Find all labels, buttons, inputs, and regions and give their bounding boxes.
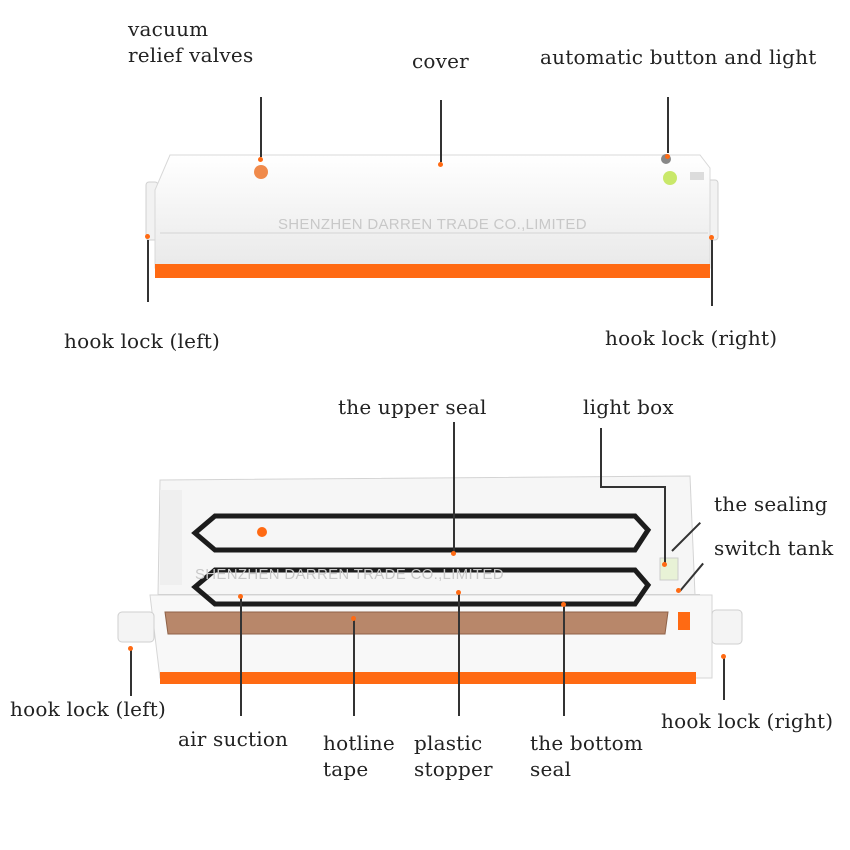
bottom-figure-panel: SHENZHEN DARREN TRADE CO.,LIMITED the up… bbox=[0, 390, 850, 850]
label-automatic-button-light: automatic button and light bbox=[540, 45, 817, 69]
leader-dot-light-box bbox=[662, 562, 667, 567]
leader-line-air-suction bbox=[240, 598, 242, 716]
label-hook-lock-right-top: hook lock (right) bbox=[605, 326, 778, 350]
vacuum-relief-valve bbox=[254, 165, 268, 179]
switch-tank bbox=[678, 612, 690, 630]
leader-dot-hook-right-top bbox=[709, 235, 714, 240]
leader-dot-hotline-tape bbox=[351, 616, 356, 621]
leader-line-plastic-stopper bbox=[458, 594, 460, 716]
bottom-sealer-illustration bbox=[117, 475, 743, 684]
leader-line-vacuum-relief bbox=[260, 97, 262, 157]
upper-seal-gasket bbox=[191, 513, 652, 553]
label-vacuum-relief-valves: vacuum relief valves bbox=[128, 17, 254, 67]
leader-line-hook-left-bottom bbox=[130, 650, 132, 696]
top-sealer-body bbox=[154, 154, 711, 269]
watermark-bottom: SHENZHEN DARREN TRADE CO.,LIMITED bbox=[195, 566, 504, 583]
leader-dot-plastic-stopper bbox=[456, 590, 461, 595]
label-hook-lock-left-top: hook lock (left) bbox=[64, 329, 221, 353]
leader-dot-hook-left-bottom bbox=[128, 646, 133, 651]
leader-line-hook-right-bottom bbox=[723, 658, 725, 700]
bottom-hook-lock-right bbox=[711, 609, 743, 645]
bottom-hook-lock-left bbox=[117, 611, 155, 643]
label-cover: cover bbox=[412, 49, 469, 73]
leader-line-upper-seal bbox=[453, 422, 455, 552]
label-hook-lock-right-bottom: hook lock (right) bbox=[661, 709, 834, 733]
top-figure-panel: SHENZHEN DARREN TRADE CO.,LIMITED vacuum… bbox=[0, 0, 850, 400]
leader-dot-cover bbox=[438, 162, 443, 167]
leader-line-light-box-v2 bbox=[664, 486, 666, 566]
top-sealer-illustration bbox=[145, 154, 719, 278]
label-air-suction: air suction bbox=[178, 727, 289, 751]
sealer-base bbox=[149, 594, 713, 679]
leader-line-cover bbox=[440, 100, 442, 162]
bottom-seal-gasket bbox=[191, 567, 652, 607]
leader-dot-vacuum-relief bbox=[258, 157, 263, 162]
leader-dot-hook-left-top bbox=[145, 234, 150, 239]
leader-line-light-box-h bbox=[600, 486, 666, 488]
leader-dot-bottom-seal bbox=[561, 602, 566, 607]
leader-dot-air-suction bbox=[238, 594, 243, 599]
leader-line-hook-right-top bbox=[711, 240, 713, 306]
top-orange-base-strip bbox=[155, 264, 710, 278]
label-hotline-tape: hotline tape bbox=[323, 731, 395, 781]
lid-left-edge bbox=[160, 490, 182, 585]
leader-line-hook-left-top bbox=[147, 240, 149, 302]
label-the-sealing: the sealing bbox=[714, 492, 828, 516]
label-hook-lock-left-bottom: hook lock (left) bbox=[10, 697, 167, 721]
leader-dot-switch-tank bbox=[676, 588, 681, 593]
leader-line-light-box-v1 bbox=[600, 428, 602, 486]
leader-line-auto-button bbox=[667, 97, 669, 153]
label-switch-tank: switch tank bbox=[714, 536, 834, 560]
lid-valve bbox=[257, 527, 267, 537]
leader-dot-upper-seal bbox=[451, 551, 456, 556]
indicator-light bbox=[663, 171, 677, 185]
leader-line-bottom-seal bbox=[563, 606, 565, 716]
leader-line-hotline-tape bbox=[353, 620, 355, 716]
control-panel-bar bbox=[690, 172, 704, 180]
leader-dot-hook-right-bottom bbox=[721, 654, 726, 659]
label-plastic-stopper: plastic stopper bbox=[414, 731, 493, 781]
label-the-bottom-seal: the bottom seal bbox=[530, 731, 644, 781]
hotline-tape-strip bbox=[164, 611, 669, 635]
label-the-upper-seal: the upper seal bbox=[338, 395, 487, 419]
watermark-top: SHENZHEN DARREN TRADE CO.,LIMITED bbox=[278, 216, 587, 233]
label-light-box: light box bbox=[583, 395, 674, 419]
leader-dot-auto-button bbox=[665, 154, 670, 159]
bottom-orange-base-strip bbox=[160, 672, 696, 684]
